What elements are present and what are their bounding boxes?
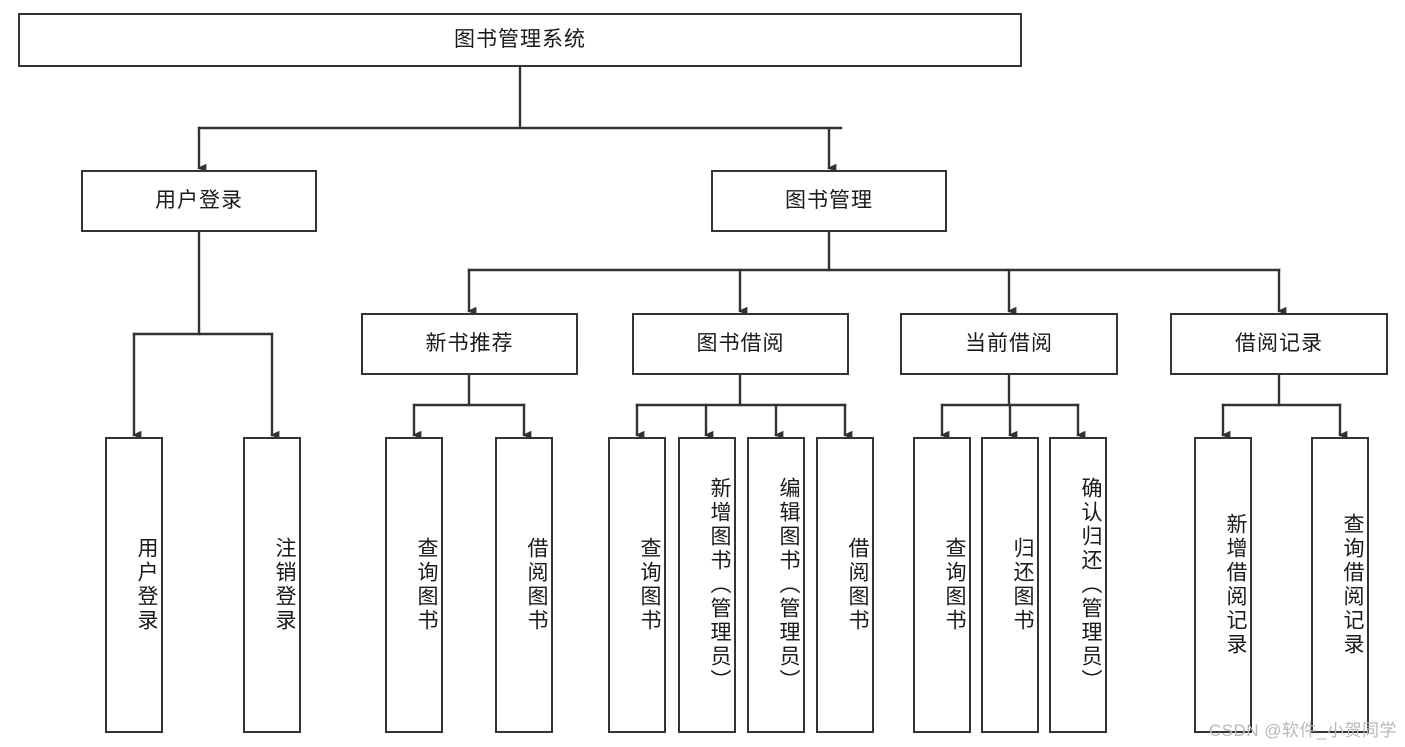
node-new-book-recommend[interactable]: 新书推荐: [361, 313, 578, 375]
leaf-add-borrow-record[interactable]: 新增借阅记录: [1194, 437, 1252, 733]
node-label: 图书管理: [785, 189, 873, 213]
node-label: 查询图书: [638, 537, 661, 633]
node-label: 确认归还（管理员）: [1079, 477, 1102, 693]
node-book-management[interactable]: 图书管理: [711, 170, 947, 232]
node-label: 查询借阅记录: [1341, 513, 1364, 657]
node-root-book-management-system[interactable]: 图书管理系统: [18, 13, 1022, 67]
node-label: 注销登录: [273, 537, 296, 633]
leaf-confirm-return-admin[interactable]: 确认归还（管理员）: [1049, 437, 1107, 733]
leaf-return-book[interactable]: 归还图书: [981, 437, 1039, 733]
leaf-user-login[interactable]: 用户登录: [105, 437, 163, 733]
leaf-logout[interactable]: 注销登录: [243, 437, 301, 733]
node-label: 借阅图书: [525, 537, 548, 633]
leaf-query-book-recommend[interactable]: 查询图书: [385, 437, 443, 733]
node-label: 新增图书（管理员）: [708, 477, 731, 693]
leaf-edit-book-admin[interactable]: 编辑图书（管理员）: [747, 437, 805, 733]
node-borrow-record[interactable]: 借阅记录: [1170, 313, 1388, 375]
leaf-query-book-current[interactable]: 查询图书: [913, 437, 971, 733]
leaf-query-borrow-record[interactable]: 查询借阅记录: [1311, 437, 1369, 733]
node-label: 用户登录: [135, 537, 158, 633]
node-label: 新增借阅记录: [1224, 513, 1247, 657]
node-label: 图书借阅: [696, 332, 785, 356]
node-book-borrow[interactable]: 图书借阅: [632, 313, 849, 375]
node-label: 查询图书: [943, 537, 966, 633]
node-label: 归还图书: [1011, 537, 1034, 633]
leaf-query-book-borrow[interactable]: 查询图书: [608, 437, 666, 733]
node-label: 编辑图书（管理员）: [777, 477, 800, 693]
node-current-borrow[interactable]: 当前借阅: [900, 313, 1118, 375]
leaf-borrow-book-recommend[interactable]: 借阅图书: [495, 437, 553, 733]
node-label: 查询图书: [415, 537, 438, 633]
leaf-add-book-admin[interactable]: 新增图书（管理员）: [678, 437, 736, 733]
node-label: 新书推荐: [425, 332, 514, 356]
node-label: 用户登录: [155, 189, 243, 213]
node-label: 图书管理系统: [454, 28, 586, 52]
leaf-borrow-book[interactable]: 借阅图书: [816, 437, 874, 733]
node-label: 当前借阅: [965, 332, 1053, 356]
csdn-watermark: CSDN @软件_小贺同学: [1208, 721, 1397, 740]
node-label: 借阅图书: [846, 537, 869, 633]
node-user-login[interactable]: 用户登录: [81, 170, 317, 232]
node-label: 借阅记录: [1235, 332, 1323, 356]
